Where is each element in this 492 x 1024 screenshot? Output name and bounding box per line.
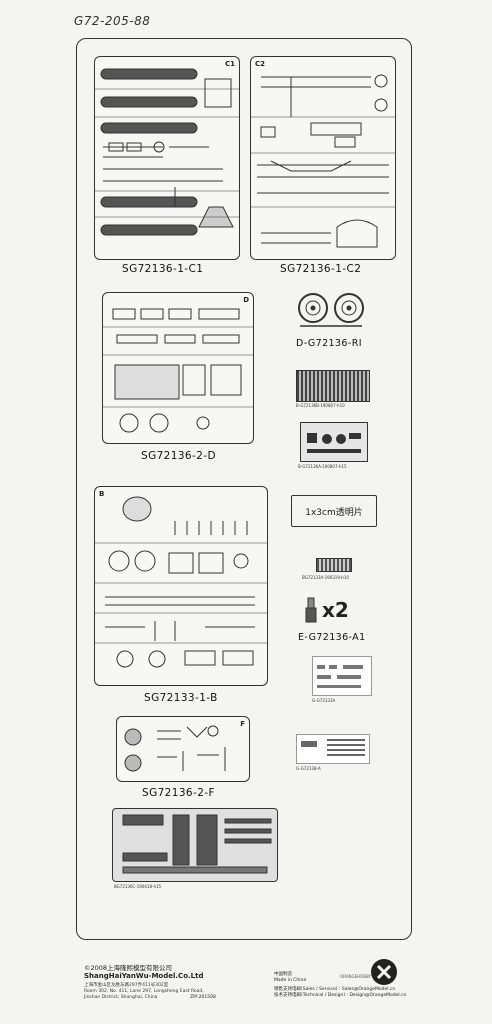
sprue-d-letter: D	[243, 296, 249, 304]
sprue-b: B	[94, 486, 268, 686]
decal-sheet-1	[312, 656, 372, 696]
sprue-f-letter: F	[240, 720, 245, 728]
brand-logo-icon	[371, 959, 397, 985]
footer-address: 上海市金山区龙胜东路297弄411号302室 Room 302, No. 411…	[84, 983, 204, 1001]
decal-sheet-2	[296, 734, 370, 764]
sprue-c1-caption: SG72136-1-C1	[122, 263, 204, 275]
sprue-c1-parts	[95, 68, 239, 236]
sprue-d-parts	[103, 308, 253, 433]
sheet-frame	[76, 38, 412, 940]
sprue-d-caption: SG72136-2-D	[141, 450, 216, 462]
pe-sheet-3	[316, 558, 352, 572]
sprue-b-parts	[95, 496, 267, 668]
footer-made-in: 中国制造 Made in China	[274, 972, 306, 984]
sprue-c2: C2	[250, 56, 396, 260]
sprue-c1: C1	[94, 56, 240, 260]
sprue-f-caption: SG72136-2-F	[142, 787, 215, 799]
address-cn: 上海市金山区龙胜东路297弄411号302室	[84, 983, 169, 988]
address-en-1: Room 302, No. 411, Lane 297, Longsheng E…	[84, 989, 204, 994]
sprue-b-caption: SG72133-1-B	[144, 692, 218, 704]
footer-zip: ZIP:201508	[190, 995, 216, 1000]
footer-copyright: ©2008上海隆熙模型有限公司	[84, 964, 173, 972]
address-en-2: Jinshan District, Shanghai, China	[84, 995, 158, 1000]
pe-sheet-3-caption: BG72133A-190319-h10	[302, 575, 349, 580]
pe-sheet-2	[300, 422, 368, 462]
sprue-c1-letter: C1	[224, 60, 235, 68]
bottom-pe-caption: BG72136C-190418-h15	[114, 884, 162, 889]
footer-contact: 销售支持电邮(Sales / Service) : Sales@OrangeMo…	[274, 987, 406, 999]
sprue-e-part	[302, 596, 320, 626]
sprue-c2-letter: C2	[255, 60, 266, 68]
sprue-b-letter: B	[99, 490, 105, 498]
sprue-f: F	[116, 716, 250, 782]
bottom-pe-sheet	[112, 808, 278, 882]
brand-logo-text: ORANGEHOBBY	[340, 974, 371, 979]
sprue-c2-caption: SG72136-1-C2	[280, 263, 362, 275]
pe-sheet-1-caption: B-G72136B-190807-h10	[296, 403, 345, 408]
pe-sheet-1	[296, 370, 370, 402]
sprue-e-caption: E-G72136-A1	[298, 632, 366, 643]
sprue-f-parts	[124, 725, 226, 772]
sprue-e-multiplier: x2	[322, 598, 349, 622]
doc-code: G72-205-88	[74, 14, 151, 28]
pe-sheet-2-caption: B-G72136A-190807-h15	[298, 464, 347, 469]
clear-sheet-label: 1x3cm透明片	[291, 495, 377, 527]
tech-email: 技术支持电邮(Technical / Design) : Design@Oran…	[274, 993, 407, 998]
decal-sheet-2-caption: G-G72138-A	[296, 766, 321, 771]
footer-brand: ShangHaiYanWu-Model.Co.Ltd	[84, 972, 204, 980]
sprue-d: D	[102, 292, 254, 444]
wheels-part	[296, 290, 366, 330]
decal-sheet-1-caption: G-G72133A	[312, 698, 336, 703]
made-en: Made in China	[274, 978, 307, 983]
sprue-c2-parts	[251, 74, 395, 248]
sales-email: 销售支持电邮(Sales / Service) : Sales@OrangeMo…	[274, 987, 396, 992]
wheels-caption: D-G72136-RI	[296, 338, 362, 349]
made-cn: 中国制造	[274, 972, 292, 977]
